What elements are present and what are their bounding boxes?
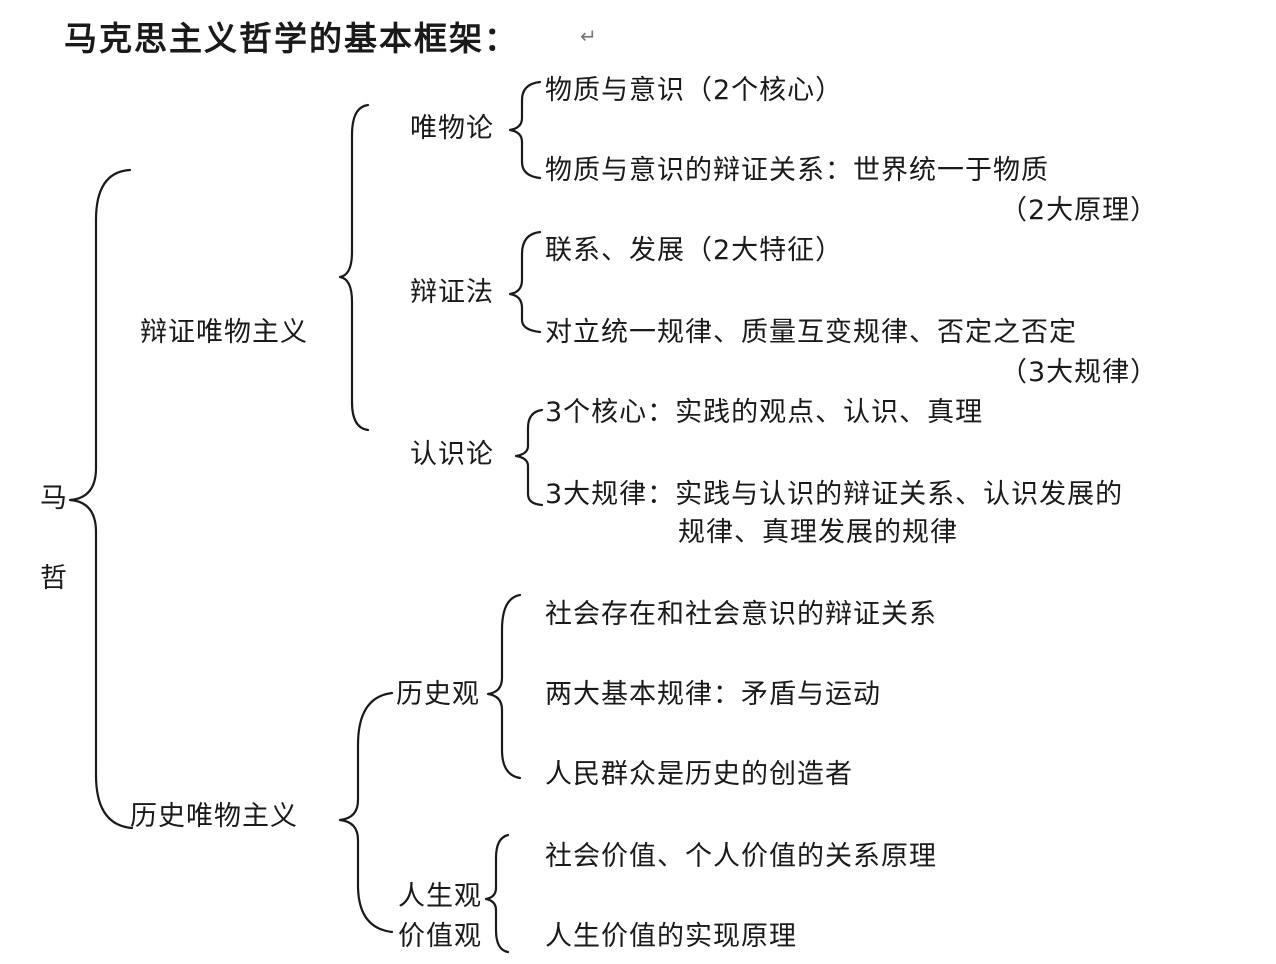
epistemology-item-2-cont: 规律、真理发展的规律	[678, 517, 958, 548]
dialectics-item-1: 联系、发展（2大特征）	[545, 235, 844, 266]
history-view-item-2: 两大基本规律：矛盾与运动	[545, 679, 881, 710]
dialectics-item-2: 对立统一规律、质量互变规律、否定之否定	[545, 317, 1077, 348]
page-title: 马克思主义哲学的基本框架：	[64, 19, 519, 58]
materialism-item-2: 物质与意识的辩证关系：世界统一于物质	[545, 155, 1049, 186]
root-label-1: 马	[40, 483, 67, 514]
root-label-2: 哲	[40, 563, 67, 594]
history-view-label: 历史观	[396, 679, 480, 710]
root-brace	[68, 168, 134, 830]
materialism-item-1: 物质与意识（2个核心）	[545, 75, 844, 106]
epistemology-item-2: 3大规律：实践与认识的辩证关系、认识发展的	[545, 479, 1124, 510]
materialism-brace	[508, 80, 542, 180]
epistemology-brace	[514, 408, 544, 507]
history-view-brace	[486, 593, 522, 780]
history-view-item-3: 人民群众是历史的创造者	[545, 759, 853, 790]
materialism-note: （2大原理）	[1000, 195, 1159, 226]
life-view-label: 人生观	[398, 881, 482, 912]
life-values-brace	[484, 833, 510, 954]
materialism-label: 唯物论	[410, 113, 494, 144]
dialectics-brace	[508, 230, 542, 334]
paragraph-mark-icon: ↵	[580, 24, 597, 48]
epistemology-item-1: 3个核心：实践的观点、认识、真理	[545, 397, 984, 428]
dialectics-label: 辩证法	[410, 277, 494, 308]
values-view-label: 价值观	[398, 921, 482, 952]
life-values-item-1: 社会价值、个人价值的关系原理	[545, 841, 937, 872]
historical-brace	[338, 691, 394, 934]
epistemology-label: 认识论	[410, 439, 494, 470]
dialectics-note: （3大规律）	[1000, 357, 1159, 388]
dialectical-materialism-label: 辩证唯物主义	[140, 317, 308, 348]
life-values-item-2: 人生价值的实现原理	[545, 921, 797, 952]
history-view-item-1: 社会存在和社会意识的辩证关系	[545, 599, 937, 630]
dialectical-brace	[338, 103, 370, 432]
historical-materialism-label: 历史唯物主义	[130, 801, 298, 832]
